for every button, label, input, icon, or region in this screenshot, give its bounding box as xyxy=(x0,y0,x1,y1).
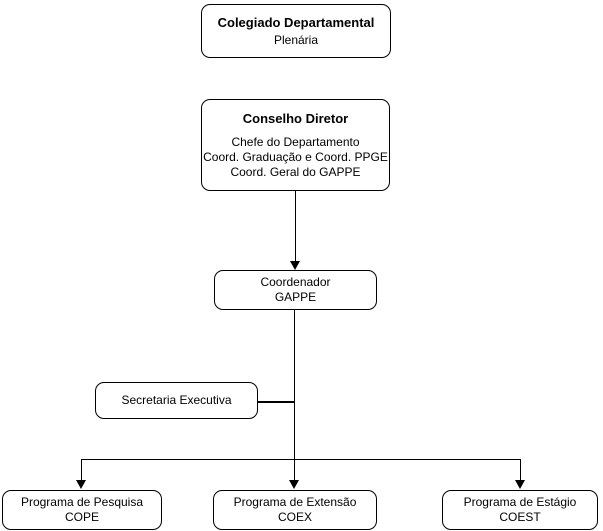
connector-drop-estagio xyxy=(519,459,521,482)
node-secretaria-executiva: Secretaria Executiva xyxy=(95,382,258,419)
connector-branch-horizontal xyxy=(80,458,521,460)
arrowhead-down-icon xyxy=(290,261,300,270)
node-line: Coord. Graduação e Coord. PPGE xyxy=(203,149,388,164)
node-line: COEST xyxy=(499,510,541,524)
connector-coordenador-trunk xyxy=(293,310,295,459)
node-coordenador-gappe: Coordenador GAPPE xyxy=(214,270,377,310)
node-line: Coord. Geral do GAPPE xyxy=(230,164,361,179)
node-programa-extensao-coex: Programa de Extensão COEX xyxy=(213,490,377,530)
connector-conselho-to-coordenador xyxy=(294,191,296,262)
connector-secretaria-to-trunk xyxy=(258,401,295,403)
node-title: Colegiado Departamental xyxy=(217,14,375,30)
node-subtitle: Plenária xyxy=(273,32,319,47)
arrowhead-down-icon xyxy=(289,480,299,489)
node-line: COEX xyxy=(277,510,312,524)
node-conselho-diretor: Conselho Diretor Chefe do Departamento C… xyxy=(201,99,390,191)
node-programa-pesquisa-cope: Programa de Pesquisa COPE xyxy=(2,490,162,530)
node-line: Secretaria Executiva xyxy=(121,393,232,407)
connector-drop-extensao xyxy=(293,459,295,482)
node-line: GAPPE xyxy=(274,290,317,304)
node-line: Programa de Estágio xyxy=(463,495,577,509)
node-line: Programa de Extensão xyxy=(233,495,357,509)
arrowhead-down-icon xyxy=(76,480,86,489)
node-title: Conselho Diretor xyxy=(242,110,349,126)
connector-drop-pesquisa xyxy=(80,459,82,482)
node-programa-estagio-coest: Programa de Estágio COEST xyxy=(442,490,598,530)
arrowhead-down-icon xyxy=(515,480,525,489)
node-line: Chefe do Departamento xyxy=(231,134,360,149)
node-colegiado-departamental: Colegiado Departamental Plenária xyxy=(201,4,391,58)
node-line: COPE xyxy=(64,510,99,524)
node-line: Coordenador xyxy=(260,275,331,289)
node-line: Programa de Pesquisa xyxy=(20,495,144,509)
